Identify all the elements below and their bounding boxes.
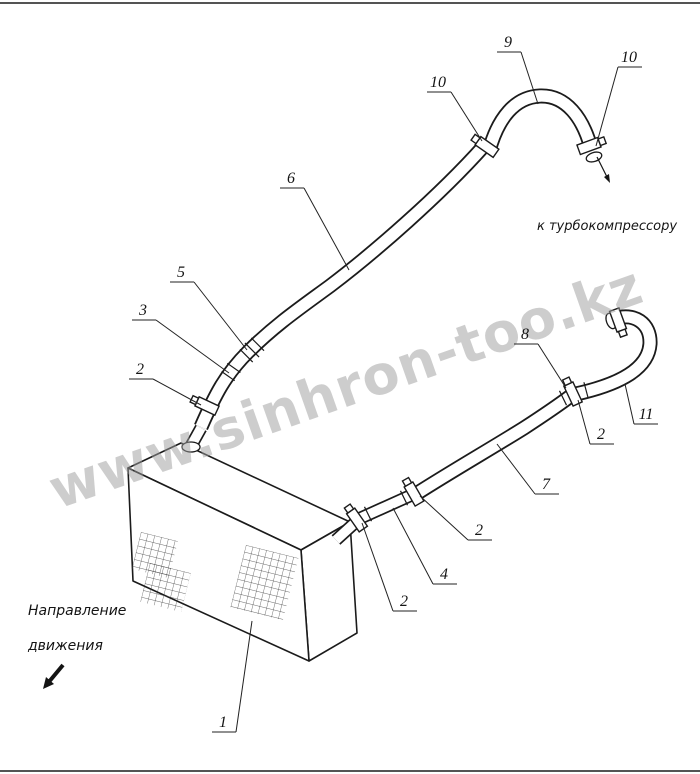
- flow-arrow: [596, 156, 610, 183]
- bellows-rings-5: [239, 337, 265, 363]
- callout-2-mid: 2: [419, 495, 492, 541]
- flow-arrow-shaft: [596, 156, 608, 178]
- watermark-text: www.sinhron-too.kz: [41, 254, 651, 522]
- clamp: [401, 476, 425, 507]
- leader-line: [450, 91, 483, 142]
- upper-hose-assembly: [189, 96, 608, 427]
- leader-line: [155, 319, 230, 374]
- clamp: [470, 133, 500, 159]
- leader-line: [193, 281, 248, 351]
- leader-line: [152, 378, 202, 406]
- callout-number: 2: [136, 361, 144, 378]
- sleeve-joint-3: [221, 362, 241, 382]
- leader-line: [537, 343, 567, 389]
- leader-line: [235, 620, 253, 733]
- leader-line: [361, 522, 394, 612]
- radiator-mesh-patch: [140, 563, 191, 612]
- callout-9: 9: [497, 34, 539, 105]
- callout-number: 9: [504, 34, 512, 51]
- callout-number: 10: [430, 74, 446, 91]
- leader-line: [496, 443, 536, 495]
- leader-line: [577, 399, 591, 445]
- direction-arrow-shaft: [46, 663, 65, 685]
- callout-number: 5: [177, 264, 185, 281]
- clamp: [576, 135, 608, 156]
- leader-line: [595, 66, 619, 147]
- radiator: [127, 428, 358, 662]
- callout-2-upper-left: 2: [129, 361, 202, 406]
- callout-number: 11: [639, 406, 654, 423]
- callout-10-left: 10: [427, 74, 483, 142]
- flow-arrow-head: [604, 174, 610, 183]
- callout-number: 4: [440, 566, 448, 583]
- sleeve-joint-4: [399, 490, 409, 506]
- callout-2-lower: 2: [361, 522, 417, 612]
- clamp: [561, 376, 584, 408]
- radiator-neck-base: [181, 441, 201, 453]
- direction-arrow: [43, 663, 65, 689]
- leader-line: [419, 495, 469, 541]
- radiator-mesh-patch: [230, 545, 299, 621]
- callout-5: 5: [170, 264, 248, 351]
- callout-7: 7: [496, 443, 559, 495]
- connector-pipe-4: [354, 494, 414, 521]
- callout-10-right: 10: [595, 49, 642, 147]
- callout-number: 1: [219, 714, 227, 731]
- direction-arrow-head: [43, 677, 54, 689]
- callout-3: 3: [132, 302, 230, 374]
- direction-label-line1: Направление: [28, 603, 126, 619]
- leader-line: [624, 383, 635, 425]
- callout-11: 11: [624, 383, 658, 425]
- sleeve-joint-8: [583, 382, 589, 398]
- callout-number: 7: [542, 476, 551, 493]
- callout-1: 1: [212, 620, 253, 733]
- leader-line: [392, 507, 434, 585]
- callout-number: 2: [475, 522, 483, 539]
- callout-6: 6: [280, 170, 350, 271]
- callout-4: 4: [392, 507, 457, 585]
- callout-8: 8: [514, 326, 567, 389]
- leader-line: [303, 187, 350, 271]
- direction-label-line2: движения: [27, 638, 103, 654]
- callouts: 9 10 10 6 5 3 2: [129, 34, 658, 733]
- callout-2-right: 2: [577, 399, 614, 445]
- callout-number: 8: [521, 326, 529, 343]
- to-turbocompressor-label: к турбокомпрессору: [537, 219, 677, 234]
- sleeve-joint-8: [558, 390, 568, 406]
- callout-number: 10: [621, 49, 637, 66]
- callout-number: 2: [400, 593, 408, 610]
- radiator-mesh-patch: [131, 532, 178, 579]
- callout-number: 2: [597, 426, 605, 443]
- clamp: [608, 307, 629, 339]
- callout-number: 3: [138, 302, 147, 319]
- lower-hose-assembly: [336, 307, 650, 540]
- watermark: www.sinhron-too.kz: [41, 254, 651, 522]
- leader-line: [520, 51, 539, 105]
- callout-number: 6: [287, 170, 295, 187]
- clamp: [343, 503, 369, 533]
- sleeve-joint-4: [363, 506, 373, 522]
